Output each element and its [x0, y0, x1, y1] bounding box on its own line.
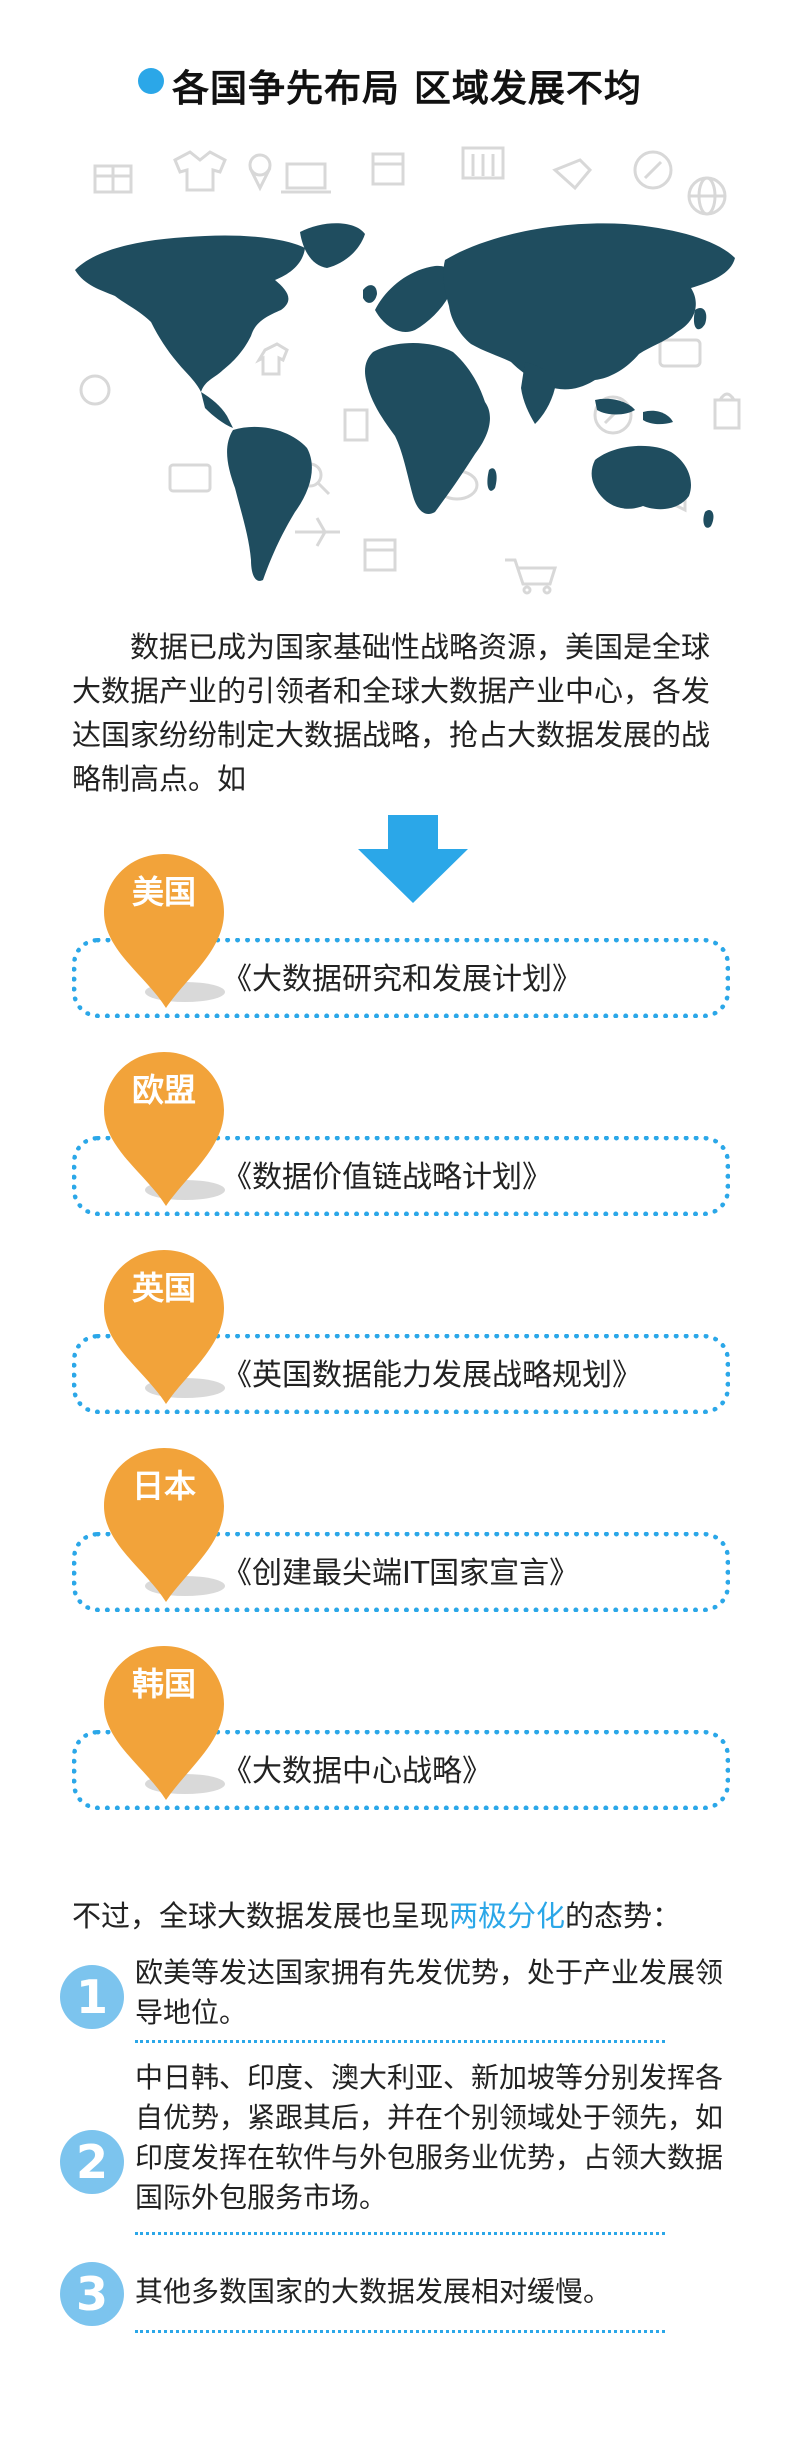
number-badge-1: 1	[60, 1965, 124, 2029]
gift-icon	[93, 164, 133, 194]
point-separator	[135, 2040, 665, 2043]
handbag-icon	[713, 392, 741, 430]
wallet-icon	[658, 338, 702, 368]
chart-icon	[343, 408, 369, 442]
pin-label-eu: 欧盟	[131, 1071, 196, 1109]
title-bullet-dot	[138, 68, 164, 94]
coin-icon	[79, 374, 111, 406]
map-pin-usa	[104, 854, 225, 1008]
tag-icon	[552, 158, 593, 191]
pin-label-usa: 美国	[131, 873, 196, 911]
map-pin-japan	[104, 1448, 225, 1602]
strategy-plan-uk: 《英国数据能力发展战略规划》	[222, 1358, 642, 1393]
strategy-card-japan	[72, 1532, 730, 1612]
pin-label-korea: 韩国	[131, 1665, 196, 1703]
number-badge-2: 2	[60, 2130, 124, 2194]
cart-icon	[505, 558, 558, 595]
store-front-icon	[363, 538, 397, 572]
percent-badge-icon	[633, 150, 673, 190]
world-map-illustration	[55, 140, 745, 595]
strategy-card-eu	[72, 1136, 730, 1216]
strategy-plan-usa: 《大数据研究和发展计划》	[222, 962, 582, 997]
point-3-text: 其他多数国家的大数据发展相对缓慢。	[135, 2275, 612, 2308]
point-separator	[135, 2232, 665, 2235]
map-pin-uk	[104, 1250, 225, 1404]
laptop-icon	[281, 162, 331, 194]
down-arrow-icon	[358, 815, 468, 903]
trend-highlight: 两极分化	[449, 1899, 566, 1933]
globe-icon	[687, 176, 727, 216]
point-separator	[135, 2330, 665, 2333]
shirt-small-icon	[255, 342, 289, 376]
number-badge-3: 3	[60, 2262, 124, 2326]
building-icon	[461, 146, 505, 180]
airplane-icon	[295, 517, 340, 547]
map-pin-eu	[104, 1052, 225, 1206]
dollar-card-icon	[168, 463, 212, 493]
trend-text-after: 的态势：	[565, 1899, 682, 1933]
trend-text-before: 不过，全球大数据发展也呈现	[72, 1899, 450, 1933]
intro-paragraph: 数据已成为国家基础性战略资源，美国是全球大数据产业的引领者和全球大数据产业中心，…	[72, 630, 711, 796]
point-1-text: 欧美等发达国家拥有先发优势，处于产业发展领导地位。	[135, 1956, 724, 2029]
map-pin-korea	[104, 1646, 225, 1800]
strategy-plan-japan: 《创建最尖端IT国家宣言》	[222, 1556, 580, 1591]
page-title: 各国争先布局 区域发展不均	[172, 67, 642, 110]
point-2-text: 中日韩、印度、澳大利亚、新加坡等分别发挥各自优势，紧跟其后，并在个别领域处于领先…	[135, 2061, 724, 2214]
strategy-plan-eu: 《数据价值链战略计划》	[222, 1160, 552, 1195]
location-pin-icon	[248, 153, 272, 192]
pin-label-japan: 日本	[131, 1467, 196, 1505]
strategy-card-korea	[72, 1730, 730, 1810]
pin-label-uk: 英国	[131, 1269, 196, 1307]
strategy-card-usa	[72, 938, 730, 1018]
shirt-icon	[173, 150, 227, 192]
store-icon	[371, 152, 405, 186]
trend-intro-line: 不过，全球大数据发展也呈现两极分化的态势：	[72, 1896, 681, 1936]
strategy-card-uk	[72, 1334, 730, 1414]
strategy-plan-korea: 《大数据中心战略》	[222, 1754, 492, 1789]
